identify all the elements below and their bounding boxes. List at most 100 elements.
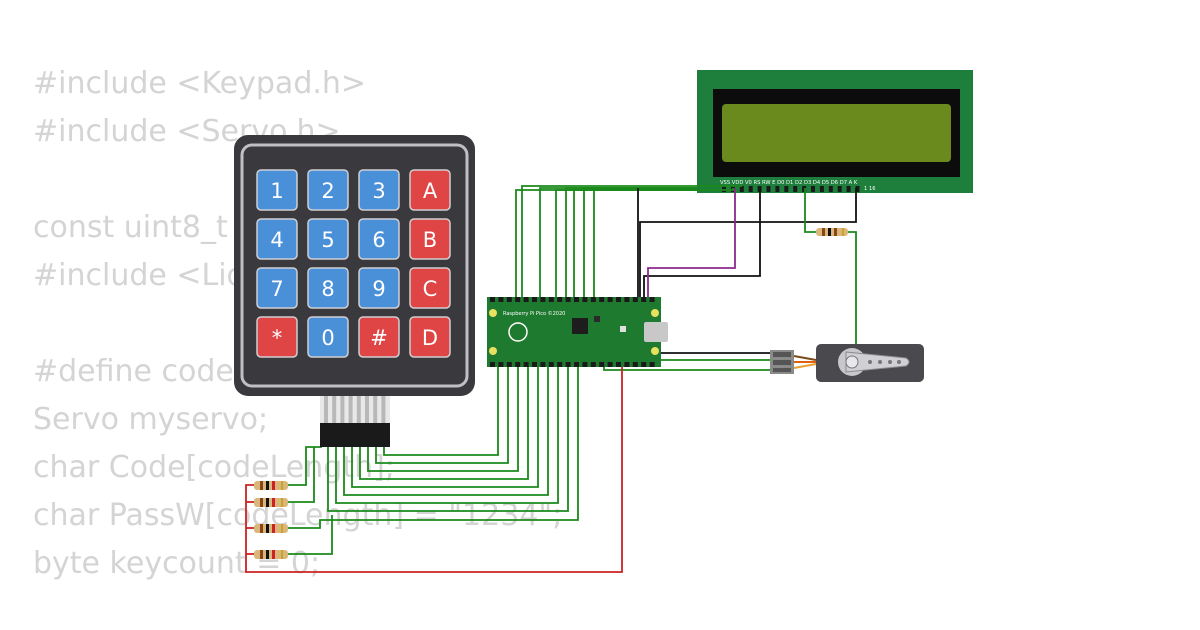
key-cap	[358, 169, 400, 211]
pico-pin	[548, 362, 554, 367]
lcd-pin	[748, 186, 753, 192]
pico-pin	[624, 297, 630, 302]
lcd-pin	[722, 186, 726, 192]
code-line: #define codel	[33, 354, 243, 389]
key-cap	[307, 169, 349, 211]
wire	[804, 188, 816, 233]
pico-pin	[582, 297, 588, 302]
key-label: D	[422, 326, 438, 350]
pico-pin	[515, 297, 521, 302]
key-cap	[409, 316, 451, 358]
servo-wire	[793, 363, 817, 369]
key-hash[interactable]: #	[358, 316, 400, 358]
code-line: const uint8_t	[33, 210, 238, 245]
wire	[359, 366, 529, 480]
key-label: *	[272, 326, 283, 350]
key-cap	[256, 267, 298, 309]
pico-pin	[548, 297, 554, 302]
key-2[interactable]: 2	[307, 169, 349, 211]
key-label: 6	[372, 228, 385, 252]
key-cap	[307, 316, 349, 358]
wire-ground	[639, 188, 857, 355]
mount-hole	[489, 347, 497, 355]
lcd-pin	[793, 186, 798, 192]
pico-pin	[565, 362, 571, 367]
key-cap	[256, 169, 298, 211]
pico-pin-headers	[490, 297, 655, 367]
wire	[383, 366, 499, 456]
wire	[327, 366, 569, 512]
servo-motor[interactable]	[770, 344, 924, 382]
key-5[interactable]: 5	[307, 218, 349, 260]
pico-pin	[506, 297, 512, 302]
key-cap	[307, 267, 349, 309]
pico-pin	[641, 297, 647, 302]
raspberry-logo-icon	[508, 322, 528, 342]
key-label: 1	[270, 179, 283, 203]
key-1[interactable]: 1	[256, 169, 298, 211]
pico-pin	[590, 297, 596, 302]
raspberry-pi-pico[interactable]: Raspberry Pi Pico ©2020	[487, 297, 668, 367]
lcd-display[interactable]: VSS VDD V0 RS RW E D0 D1 D2 D3 D4 D5 D6 …	[697, 70, 973, 193]
backlight-resistor	[816, 228, 848, 236]
key-0[interactable]: 0	[307, 316, 349, 358]
wire	[335, 366, 559, 504]
pico-pin	[624, 362, 630, 367]
wire	[343, 366, 549, 496]
pico-pin	[540, 362, 546, 367]
resistor	[254, 481, 288, 490]
code-line: Servo myservo;	[33, 402, 269, 437]
key-9[interactable]: 9	[358, 267, 400, 309]
keypad-connector	[320, 423, 390, 447]
pico-pin	[590, 362, 596, 367]
lcd-pin	[784, 186, 789, 192]
key-7[interactable]: 7	[256, 267, 298, 309]
lcd-pin	[739, 186, 744, 192]
ribbon-trace	[332, 396, 337, 424]
lcd-pin	[819, 186, 824, 192]
lcd-pin	[775, 186, 780, 192]
wire	[583, 187, 697, 298]
wire	[375, 366, 509, 464]
key-6[interactable]: 6	[358, 218, 400, 260]
pico-pin	[649, 362, 655, 367]
key-label: #	[370, 326, 388, 350]
ribbon-trace	[348, 396, 353, 424]
key-d[interactable]: D	[409, 316, 451, 358]
key-8[interactable]: 8	[307, 267, 349, 309]
key-cap	[409, 218, 451, 260]
mount-hole	[651, 309, 659, 317]
lcd-screen	[722, 104, 951, 162]
key-cap	[256, 218, 298, 260]
code-line: #include <Keypad.h>	[33, 66, 367, 101]
key-a[interactable]: A	[409, 169, 451, 211]
key-3[interactable]: 3	[358, 169, 400, 211]
pico-pin	[557, 362, 563, 367]
lcd-pin	[828, 186, 833, 192]
wire	[593, 189, 697, 298]
pico-pin	[565, 297, 571, 302]
wire	[288, 515, 333, 555]
key-star[interactable]: *	[256, 316, 298, 358]
pico-pin	[649, 297, 655, 302]
resistor	[254, 498, 288, 507]
key-cap	[358, 218, 400, 260]
keypad-frame	[240, 143, 469, 388]
key-b[interactable]: B	[409, 218, 451, 260]
mount-hole	[489, 309, 497, 317]
pico-pin	[532, 362, 537, 367]
key-c[interactable]: C	[409, 267, 451, 309]
pico-pin	[632, 362, 638, 367]
wire	[539, 187, 697, 298]
pico-led	[620, 326, 626, 332]
usb-port[interactable]	[644, 322, 668, 342]
pico-pin	[582, 362, 588, 367]
pico-pin	[523, 297, 529, 302]
pico-pin	[490, 297, 495, 302]
key-4[interactable]: 4	[256, 218, 298, 260]
ribbon-trace	[373, 396, 378, 424]
pico-pin	[616, 297, 621, 302]
key-label: B	[423, 228, 437, 252]
